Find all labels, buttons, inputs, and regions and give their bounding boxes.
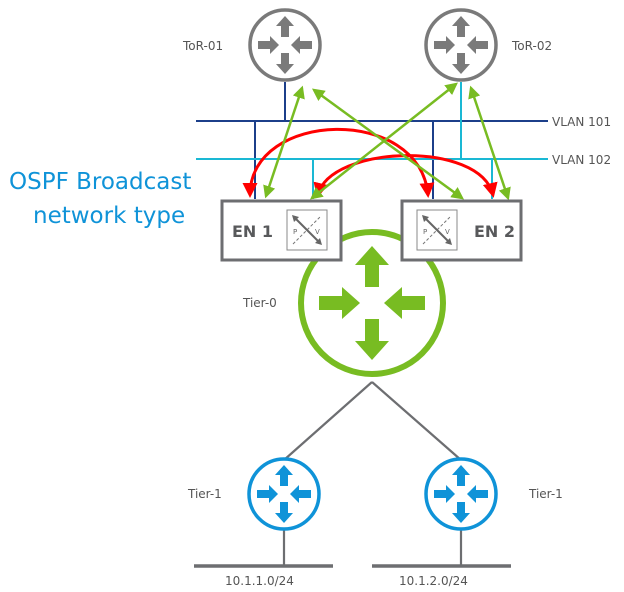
diagram-title-line1: OSPF Broadcast (9, 169, 191, 195)
vlan-102-label: VLAN 102 (552, 153, 611, 167)
subnet-label-2: 10.1.2.0/24 (399, 574, 468, 588)
peer-en2-tor1 (311, 88, 465, 200)
pv-label-p: P (423, 228, 427, 236)
pv-label-v: V (315, 228, 320, 236)
tier-links (282, 381, 463, 566)
tor-02-router[interactable] (424, 8, 498, 82)
vlan-101-network (196, 82, 548, 199)
pv-label-p: P (293, 228, 297, 236)
router-icon (258, 16, 312, 74)
tier1-left-label: Tier-1 (187, 487, 222, 501)
router-icon (257, 465, 311, 523)
tor-01-router-circle (248, 8, 322, 82)
diagram-title-line2: network type (33, 203, 185, 229)
tor-02-router-circle (424, 8, 498, 82)
pv-label-v: V (445, 228, 450, 236)
pv-switch-icon: P V (416, 209, 458, 251)
link-tier0-tier1-right (371, 381, 462, 461)
tor-01-router[interactable] (248, 8, 322, 82)
tier0-label: Tier-0 (242, 296, 277, 310)
tier0-router-circle (298, 229, 446, 377)
vlan-101-label: VLAN 101 (552, 115, 611, 129)
tier1-right-router[interactable] (424, 457, 498, 531)
edge-node-1[interactable]: EN 1 P V (220, 199, 343, 262)
tier1-left-router[interactable] (247, 457, 321, 531)
tier1-left-router-circle (247, 457, 321, 531)
subnet-label-1: 10.1.1.0/24 (225, 574, 294, 588)
router-icon (434, 16, 488, 74)
peer-en2-tor2 (468, 85, 511, 201)
tier1-right-label: Tier-1 (528, 487, 563, 501)
tor-02-label: ToR-02 (511, 39, 552, 53)
router-icon (434, 465, 488, 523)
link-tier0-tier1-left (283, 381, 373, 461)
bgp-peerings (263, 82, 511, 201)
vlan-102-network (196, 82, 548, 199)
peer-en1-tor1 (263, 85, 305, 199)
edge-node-2[interactable]: P V EN 2 (400, 199, 523, 262)
pv-switch-icon: P V (286, 209, 328, 251)
peer-en1-tor2 (310, 82, 458, 200)
router-icon (319, 246, 425, 360)
edge-node-1-label: EN 1 (232, 222, 273, 241)
ospf-adjacencies (242, 127, 498, 198)
tier0-router[interactable] (298, 229, 446, 377)
edge-node-2-label: EN 2 (474, 222, 515, 241)
tier1-right-router-circle (424, 457, 498, 531)
tor-01-label: ToR-01 (182, 39, 223, 53)
ospf-arc-vlan102 (313, 154, 498, 198)
